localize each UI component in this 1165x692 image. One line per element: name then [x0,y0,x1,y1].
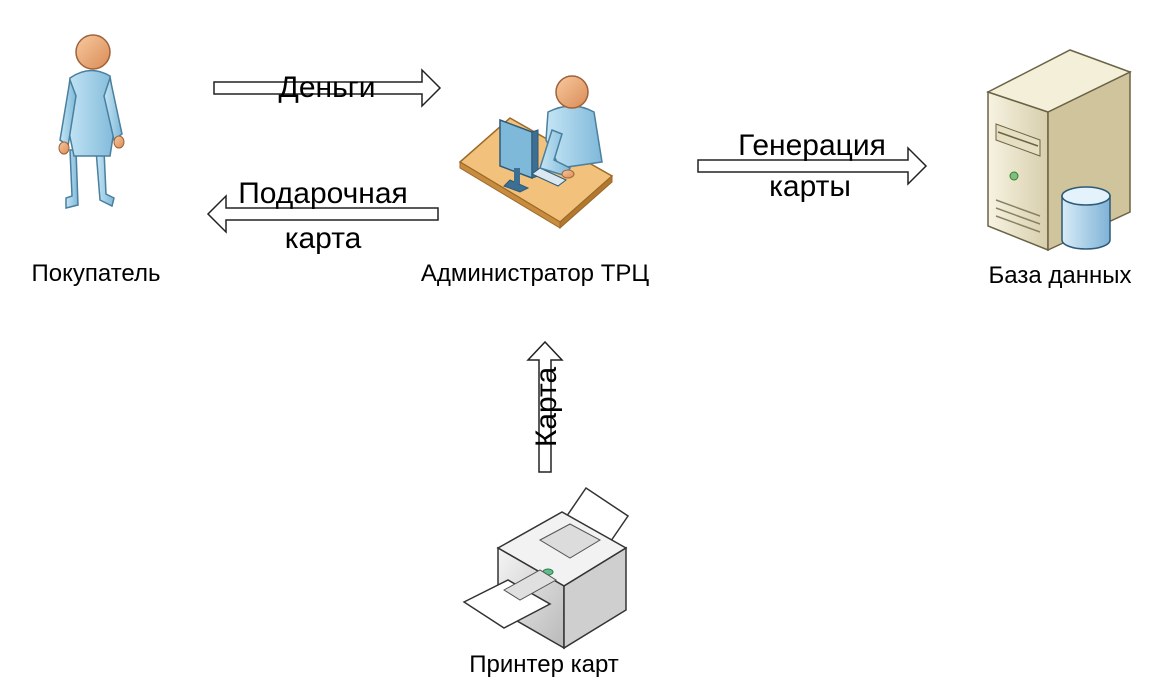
gift-card-arrow-label-line1: Подарочная [238,177,408,210]
admin-at-desk-icon [458,75,614,230]
printer-label: Принтер карт [469,651,619,678]
buyer-label: Покупатель [32,260,161,287]
gift-card-arrow [206,194,439,234]
database-label: База данных [989,262,1132,289]
printer-icon [462,486,630,650]
database-server-icon [986,49,1132,252]
admin-label: Администратор ТРЦ [421,260,649,287]
card-arrow [526,340,564,473]
gift-card-arrow-label-line2: карта [285,222,362,255]
money-arrow-label: Деньги [279,71,376,104]
buyer-person-icon [58,34,125,209]
generation-arrow-label-line1: Генерация [738,129,886,162]
money-arrow [213,68,442,108]
generation-arrow-label-line2: карты [769,170,851,203]
generation-arrow [697,146,928,186]
card-arrow-label: Карта [530,367,563,448]
